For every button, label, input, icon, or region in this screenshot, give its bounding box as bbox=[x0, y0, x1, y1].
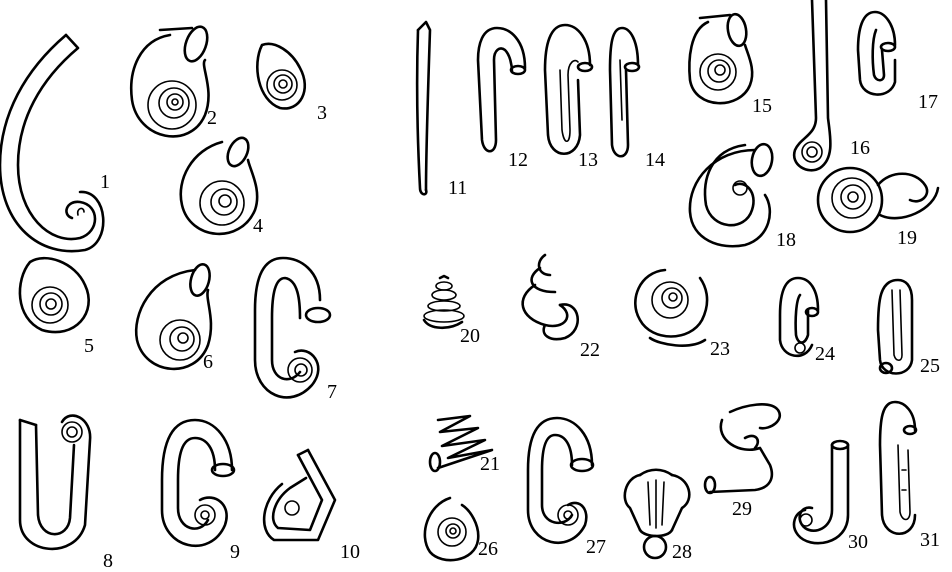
figure-label-10: 10 bbox=[340, 541, 360, 563]
shell-figure-15 bbox=[689, 13, 752, 103]
shell-figure-16 bbox=[794, 0, 830, 170]
shell-figure-23 bbox=[635, 270, 707, 346]
shell-figure-25 bbox=[878, 280, 912, 374]
shell-figure-30 bbox=[794, 441, 848, 543]
figure-label-8: 8 bbox=[103, 550, 113, 572]
figure-label-15: 15 bbox=[752, 95, 772, 117]
figure-label-22: 22 bbox=[580, 339, 600, 361]
shell-figure-11 bbox=[417, 22, 430, 194]
figure-label-28: 28 bbox=[672, 541, 692, 563]
figure-label-9: 9 bbox=[230, 541, 240, 563]
figure-label-21: 21 bbox=[480, 453, 500, 475]
shell-figure-8 bbox=[20, 416, 90, 549]
figure-label-23: 23 bbox=[710, 338, 730, 360]
figure-label-3: 3 bbox=[317, 102, 327, 124]
shell-figure-17 bbox=[858, 12, 895, 95]
figure-label-27: 27 bbox=[586, 536, 606, 558]
figure-label-31: 31 bbox=[920, 529, 940, 551]
shell-figure-5 bbox=[20, 258, 89, 332]
figure-label-13: 13 bbox=[578, 149, 598, 171]
figure-label-16: 16 bbox=[850, 137, 870, 159]
figure-label-1: 1 bbox=[100, 171, 110, 193]
shell-figure-14 bbox=[610, 28, 639, 156]
figure-label-17: 17 bbox=[918, 91, 938, 113]
shell-figure-26 bbox=[425, 498, 478, 560]
shell-figure-2 bbox=[131, 24, 211, 137]
shell-figure-4 bbox=[181, 135, 257, 234]
shell-figure-22 bbox=[523, 255, 578, 339]
shell-figure-3 bbox=[257, 44, 304, 109]
figure-label-18: 18 bbox=[776, 229, 796, 251]
shell-figure-24 bbox=[780, 278, 818, 356]
shell-figure-20 bbox=[424, 276, 464, 328]
figure-label-11: 11 bbox=[448, 177, 467, 199]
figure-label-12: 12 bbox=[508, 149, 528, 171]
figure-label-26: 26 bbox=[478, 538, 498, 560]
shell-figure-27 bbox=[528, 418, 593, 543]
shell-figure-7 bbox=[255, 258, 330, 397]
shell-figure-9 bbox=[162, 420, 234, 546]
shell-figure-1 bbox=[0, 35, 103, 251]
shell-figure-13 bbox=[545, 25, 592, 154]
shell-figure-19 bbox=[818, 168, 938, 232]
shell-figure-29 bbox=[705, 404, 780, 493]
figure-label-19: 19 bbox=[897, 227, 917, 249]
figure-label-4: 4 bbox=[253, 215, 263, 237]
figure-label-6: 6 bbox=[203, 351, 213, 373]
shell-figure-18 bbox=[690, 143, 775, 247]
figure-label-2: 2 bbox=[207, 107, 217, 129]
figure-label-25: 25 bbox=[920, 355, 940, 377]
shell-figure-6 bbox=[136, 262, 213, 369]
shell-figure-10 bbox=[264, 450, 335, 540]
figure-label-20: 20 bbox=[460, 325, 480, 347]
shell-figure-31 bbox=[880, 402, 916, 534]
shell-figure-12 bbox=[478, 28, 525, 151]
figure-label-24: 24 bbox=[815, 343, 835, 365]
figure-label-14: 14 bbox=[645, 149, 665, 171]
figure-label-30: 30 bbox=[848, 531, 868, 553]
figure-label-7: 7 bbox=[327, 381, 337, 403]
figure-label-29: 29 bbox=[732, 498, 752, 520]
figure-label-5: 5 bbox=[84, 335, 94, 357]
